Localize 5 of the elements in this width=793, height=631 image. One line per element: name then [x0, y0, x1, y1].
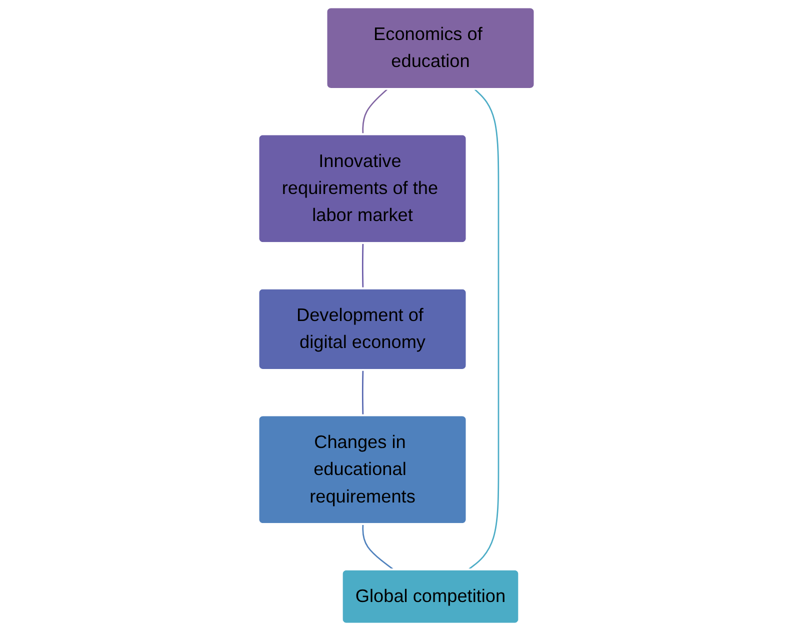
connector: [362, 88, 388, 135]
connector: [468, 88, 500, 570]
connector: [362, 524, 394, 570]
connector: [362, 243, 364, 289]
connector: [362, 370, 364, 416]
